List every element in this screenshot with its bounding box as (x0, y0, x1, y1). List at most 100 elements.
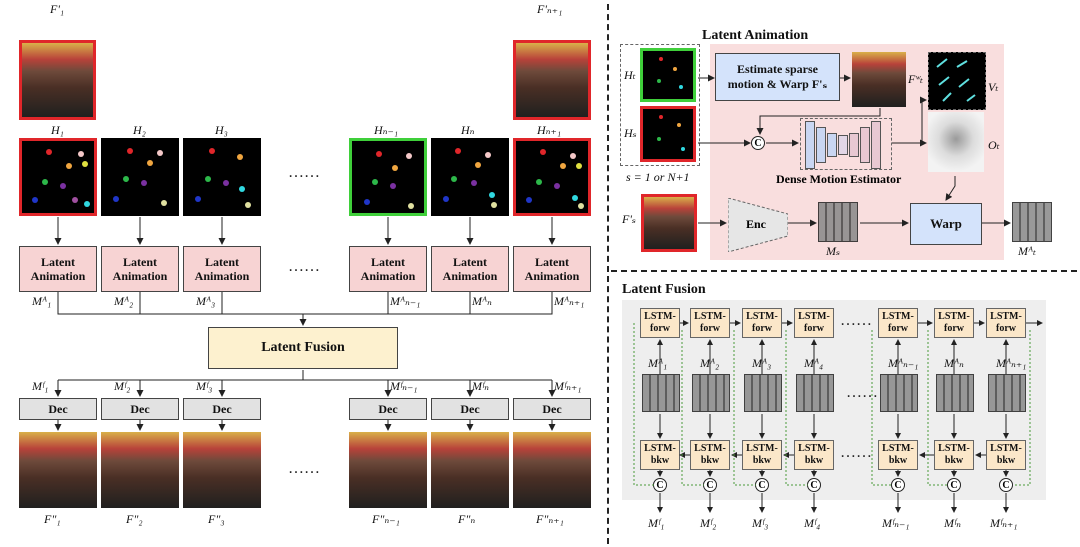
fwt-label: Fʷₜ (908, 72, 923, 86)
output-label: F"₂ (126, 512, 143, 526)
horizontal-divider (611, 270, 1077, 272)
feature-cube-mat (1012, 202, 1052, 242)
heatmap-3 (183, 138, 261, 216)
top-frame-label-n1: F'ₙ₊₁ (537, 2, 563, 16)
lstm-bkw-n-1: LSTM-bkw (878, 440, 918, 470)
arrow-field-icon (936, 58, 976, 102)
ma-label: Mᴬₙ (472, 294, 492, 308)
ellipsis: …… (846, 384, 878, 401)
output-label: F"ₙ₋₁ (372, 512, 400, 526)
mf-label: Mᶠ₂ (700, 516, 717, 530)
mf-label: Mᶠₙ₋₁ (390, 379, 418, 393)
mf-label: Mᶠ₄ (804, 516, 821, 530)
ma-label: Mᴬₙ₋₁ (390, 294, 421, 308)
fusion-connectors (633, 320, 1043, 513)
ma-label: Mᴬₙ₊₁ (996, 356, 1027, 370)
vertical-divider (607, 4, 609, 544)
ma-label: Mᴬ₁ (648, 356, 668, 370)
latent-animation-title: Latent Animation (702, 28, 809, 43)
mf-label: Mᶠₙ (472, 379, 489, 393)
lstm-forw-2: LSTM-forw (690, 308, 730, 338)
dense-motion-estimator (800, 118, 892, 170)
ma-label: Mᴬₙ₋₁ (888, 356, 919, 370)
heatmap-n (431, 138, 509, 216)
output-frame-3 (183, 432, 261, 508)
dec-box-n-1: Dec (349, 398, 427, 420)
output-frame-n-1 (349, 432, 427, 508)
mat-label: Mᴬₜ (1018, 244, 1036, 258)
mf-label: Mᶠ₁ (32, 379, 49, 393)
concat-circle: C (999, 478, 1013, 492)
dec-box-3: Dec (183, 398, 261, 420)
lstm-bkw-4: LSTM-bkw (794, 440, 834, 470)
top-frame-label-1: F'₁ (50, 2, 65, 16)
warp-box: Warp (910, 203, 982, 245)
dec-box-1: Dec (19, 398, 97, 420)
output-label: F"ₙ₊₁ (536, 512, 564, 526)
output-frame-n1 (513, 432, 591, 508)
heatmap-n-1 (349, 138, 427, 216)
mf-label: Mᶠ₂ (114, 379, 131, 393)
mf-label: Mᶠₙ₋₁ (882, 516, 910, 530)
source-frame-n1 (513, 40, 591, 120)
ellipsis: …… (288, 164, 320, 181)
output-frame-1 (19, 432, 97, 508)
source-frame-1 (19, 40, 96, 120)
ellipsis: …… (288, 460, 320, 477)
ot-label: Oₜ (988, 138, 1000, 152)
feature-cube (880, 374, 918, 412)
ma-label: Mᴬ₂ (114, 294, 134, 308)
warped-frame (852, 52, 906, 107)
heatmap-1 (19, 138, 97, 216)
heatmap-label: Hₙ₋₁ (374, 123, 399, 137)
encoder: Enc (727, 197, 789, 253)
ma-label: Mᴬₙ₊₁ (554, 294, 585, 308)
ellipsis: …… (840, 444, 872, 461)
source-frame (641, 194, 697, 252)
heatmap-label: H₁ (51, 123, 64, 137)
vt-label: Vₜ (988, 80, 999, 94)
output-label: F"ₙ (458, 512, 476, 526)
dec-box-n: Dec (431, 398, 509, 420)
heatmap-pair-frame (620, 44, 700, 166)
mf-label: Mᶠₙ (944, 516, 961, 530)
dec-box-n1: Dec (513, 398, 591, 420)
lstm-forw-3: LSTM-forw (742, 308, 782, 338)
heatmap-label: H₃ (215, 123, 228, 137)
lstm-forw-n: LSTM-forw (934, 308, 974, 338)
output-frame-n (431, 432, 509, 508)
ms-label: Mₛ (826, 244, 841, 258)
left-connectors (54, 217, 556, 431)
concat-circle: C (891, 478, 905, 492)
feature-cube (692, 374, 730, 412)
feature-cube (796, 374, 834, 412)
heatmap-label: Hₙ (461, 123, 475, 137)
mf-label: Mᶠ₃ (752, 516, 769, 530)
ht-label: Hₜ (624, 68, 636, 82)
mf-label: Mᶠ₁ (648, 516, 665, 530)
output-label: F"₁ (44, 512, 61, 526)
lstm-bkw-3: LSTM-bkw (742, 440, 782, 470)
feature-cube (744, 374, 782, 412)
dec-box-2: Dec (101, 398, 179, 420)
ellipsis: …… (840, 312, 872, 329)
output-label: F"₃ (208, 512, 225, 526)
s-note: s = 1 or N+1 (626, 170, 690, 184)
feature-cube (642, 374, 680, 412)
lstm-bkw-n1: LSTM-bkw (986, 440, 1026, 470)
fs-label: F'ₛ (622, 212, 636, 226)
hs-label: Hₛ (624, 126, 637, 140)
lstm-forw-n-1: LSTM-forw (878, 308, 918, 338)
mf-label: Mᶠₙ₊₁ (554, 379, 582, 393)
heatmap-2 (101, 138, 179, 216)
concat-circle: C (947, 478, 961, 492)
heatmap-label: Hₙ₊₁ (537, 123, 562, 137)
mf-label: Mᶠₙ₊₁ (990, 516, 1018, 530)
